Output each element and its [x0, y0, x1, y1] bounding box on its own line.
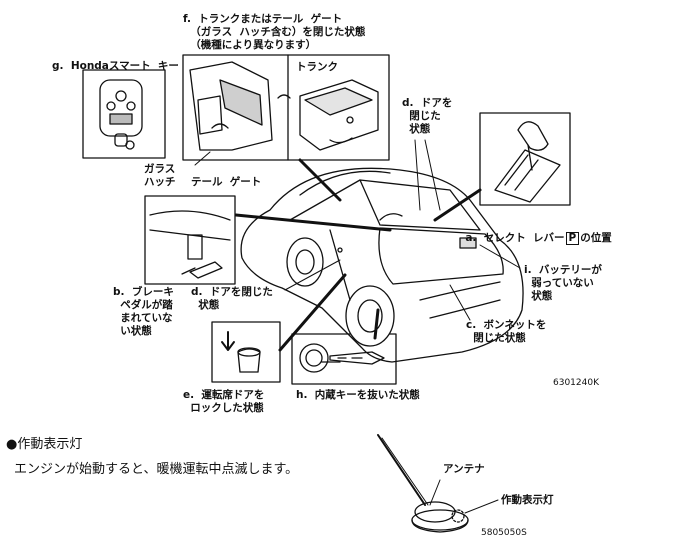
tailgate-trunk-panel: [182, 54, 390, 161]
car-body: [240, 167, 524, 363]
smart-key-panel: [82, 69, 166, 159]
label-c-bonnet: c. ボンネットを 閉じた状態: [466, 319, 547, 344]
label-h-key-removed: h. 内蔵キーを抜いた状態: [296, 389, 420, 401]
brake-pedal-panel: [144, 195, 236, 285]
label-b-brake: b. ブレーキ ペダルが踏 まれていな い状態: [113, 286, 174, 337]
label-a-suffix: の位置: [580, 232, 612, 244]
figure-code-2: 5805050S: [481, 528, 527, 538]
leader-lines: [194, 139, 521, 352]
label-tail-gate: テール ゲート: [191, 176, 262, 188]
label-a-prefix: a. セレクト レバー: [465, 232, 565, 244]
label-antenna: アンテナ: [443, 463, 485, 475]
label-d-doors-closed: d. ドアを 閉じた 状態: [402, 97, 453, 135]
figure-code-1: 6301240K: [553, 378, 599, 388]
label-glass-hatch: ガラス ハッチ: [144, 163, 176, 188]
section-title: ●作動表示灯: [6, 437, 83, 452]
section-body-text: エンジンが始動すると、暖機運転中点滅します。: [14, 462, 299, 477]
label-f-tailgate: f. トランクまたはテール ゲート （ガラス ハッチ含む）を閉じた状態 （機種に…: [183, 13, 366, 51]
key-panel: [291, 333, 397, 385]
label-d-door-closed: d. ドアを閉じた 状態: [191, 286, 273, 311]
select-lever-panel: [479, 112, 571, 206]
label-e-driver-door: e. 運転席ドアを ロックした状態: [183, 389, 265, 414]
park-box: P: [565, 232, 580, 245]
antenna-illustration: [377, 434, 499, 533]
label-g-smart-key: g. Hondaスマート キー: [52, 60, 179, 72]
label-i-battery: i. バッテリーが 弱っていない 状態: [524, 264, 602, 302]
label-indicator: 作動表示灯: [501, 494, 554, 506]
door-lock-panel: [211, 321, 281, 383]
label-trunk: トランク: [296, 61, 338, 73]
